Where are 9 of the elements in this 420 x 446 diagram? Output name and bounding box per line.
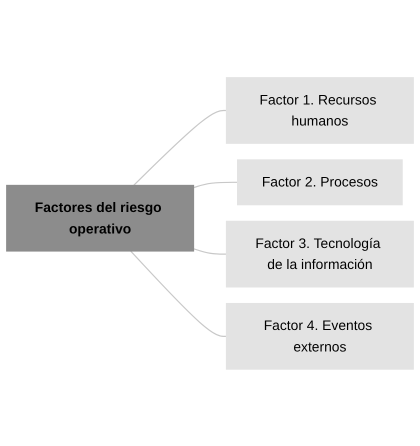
node-box: Factor 3. Tecnología de la información: [226, 220, 414, 288]
connector: [194, 181, 238, 188]
connector: [194, 248, 226, 254]
node-box: Factor 2. Procesos: [237, 158, 403, 205]
node-box: Factores del riesgo operativo: [6, 184, 194, 252]
connector: [130, 250, 226, 337]
node-box: Factor 1. Recursos humanos: [226, 76, 414, 144]
node-box: Factor 4. Eventos externos: [226, 302, 414, 370]
connector: [133, 109, 226, 186]
